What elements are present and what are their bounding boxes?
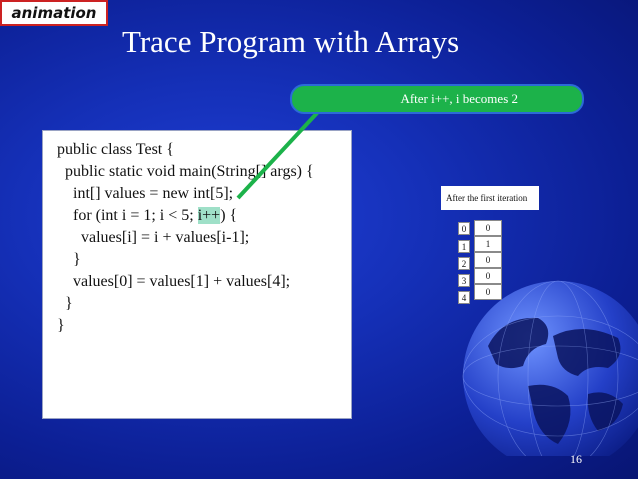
animation-tag: animation (0, 0, 108, 26)
code-line-1: public class Test { (57, 141, 174, 158)
code-line-2: public static void main(String[] args) { (57, 163, 314, 180)
slide-title: Trace Program with Arrays (122, 24, 460, 59)
highlighted-increment: i++ (197, 207, 221, 224)
code-line-5: values[i] = i + values[i-1]; (57, 229, 250, 246)
array-cell: 0 (474, 268, 502, 284)
array-index: 3 (458, 274, 470, 287)
code-line-4: for (int i = 1; i < 5; i++) { (57, 207, 237, 225)
array-cell: 1 (474, 236, 502, 252)
code-panel: public class Test { public static void m… (42, 130, 352, 419)
code-line-4-start: for (int i = 1; i < 5; (57, 207, 198, 224)
code-line-8: } (57, 295, 73, 312)
array-index: 1 (458, 240, 470, 253)
page-number: 16 (570, 452, 582, 466)
array-cell: 0 (474, 252, 502, 268)
globe-icon (462, 280, 638, 456)
code-line-7: values[0] = values[1] + values[4]; (57, 273, 291, 290)
code-line-6: } (57, 251, 81, 268)
array-index: 4 (458, 291, 470, 304)
array-index: 0 (458, 222, 470, 235)
code-line-9: } (57, 317, 65, 334)
callout-pointer-line (236, 110, 320, 200)
array-caption: After the first iteration (441, 186, 539, 210)
callout-bubble: After i++, i becomes 2 (290, 84, 584, 114)
array-cell: 0 (474, 284, 502, 300)
code-line-4-end: ) { (220, 207, 238, 224)
array-index: 2 (458, 257, 470, 270)
code-line-3: int[] values = new int[5]; (57, 185, 234, 202)
callout-text: After i++, i becomes 2 (400, 91, 518, 106)
array-cell: 0 (474, 220, 502, 236)
